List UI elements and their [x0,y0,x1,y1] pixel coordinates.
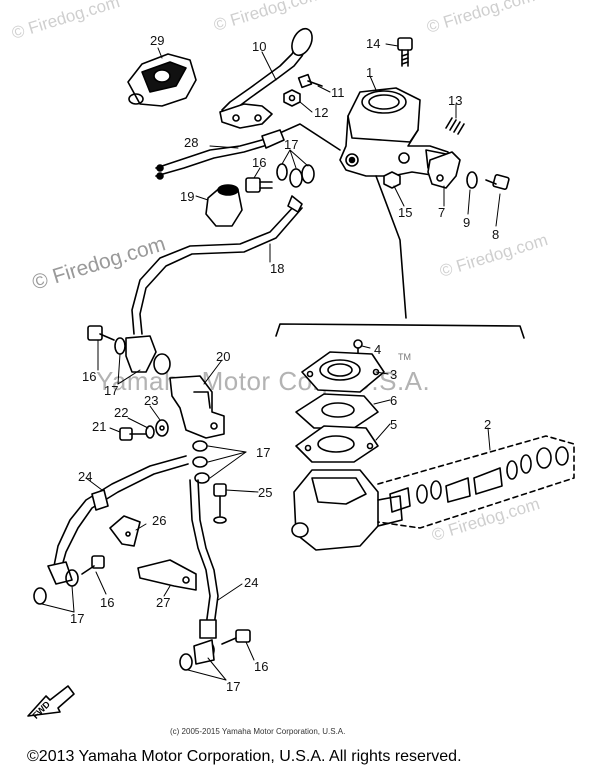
washer-part [466,171,478,189]
brake-hose-left-part [47,455,189,585]
callout-17: 17 [226,679,241,694]
piston-kit-part [377,435,575,529]
switch-housing-part [127,53,197,107]
callout-12: 12 [314,105,329,120]
union-bolt-part [81,555,105,575]
callout-11: 11 [331,85,345,100]
fwd-arrow-icon [27,685,75,717]
master-cylinder-body-detail [291,469,403,551]
callout-16: 16 [100,595,115,610]
small-copyright: (c) 2005-2015 Yamaha Motor Corporation, … [170,727,346,736]
callout-1: 1 [366,65,374,80]
callout-19: 19 [180,189,195,204]
pivot-bolt-part [297,73,323,89]
callout-23: 23 [144,393,159,408]
union-bolt-part [87,325,115,341]
callout-2: 2 [484,417,492,432]
callout-3: 3 [390,367,398,382]
callout-17: 17 [104,383,119,398]
callout-9: 9 [463,215,471,230]
callout-28: 28 [184,135,199,150]
brake-lever-part [219,27,313,129]
callout-5: 5 [390,417,398,432]
callout-13: 13 [448,93,463,108]
callout-16: 16 [254,659,269,674]
callout-16: 16 [82,369,97,384]
lock-washer-part [145,425,155,439]
nut-part [383,171,401,189]
union-bolt-part [245,177,273,193]
diaphragm-part [301,351,385,393]
holder-bolt-part [485,174,510,190]
callout-18: 18 [270,261,285,276]
plain-washer-part [155,419,169,437]
callout-10: 10 [252,39,267,54]
union-bolt-part [221,629,251,645]
callout-7: 7 [438,205,446,220]
pivot-nut-part [283,89,301,107]
holder-bracket-part [427,151,461,189]
hose-bracket-part [137,559,197,591]
callout-29: 29 [150,33,165,48]
footer-copyright: ©2013 Yamaha Motor Corporation, U.S.A. A… [27,748,462,765]
callout-14: 14 [366,36,381,51]
callout-8: 8 [492,227,500,242]
gasket-part [295,425,379,463]
bleed-screw-part [213,483,227,524]
callout-26: 26 [152,513,167,528]
copper-washer-part [179,639,215,671]
callout-27: 27 [156,595,171,610]
trademark-mark: TM [398,352,411,362]
master-cylinder-bolt-part [397,37,413,67]
callout-20: 20 [216,349,231,364]
copper-washer-part [192,440,210,484]
callout-15: 15 [398,205,413,220]
brake-hose-part [131,195,303,335]
callout-17: 17 [70,611,85,626]
callout-17: 17 [256,445,271,460]
stop-switch-wire-part [155,129,285,180]
joint-bolt-part [119,427,147,441]
callout-25: 25 [258,485,273,500]
boot-cap-part [205,184,243,227]
callout-22: 22 [114,405,129,420]
spring-part [445,117,465,135]
callout-6: 6 [390,393,398,408]
hose-clip-part [109,515,141,547]
callout-24: 24 [78,469,93,484]
callout-16: 16 [252,155,267,170]
hose-joint-part [169,375,225,439]
callout-4: 4 [374,342,382,357]
callout-17: 17 [284,137,299,152]
diaphragm-plate-part [295,393,379,429]
callout-21: 21 [92,419,107,434]
callout-24: 24 [244,575,259,590]
brake-hose-right-part [189,479,219,639]
